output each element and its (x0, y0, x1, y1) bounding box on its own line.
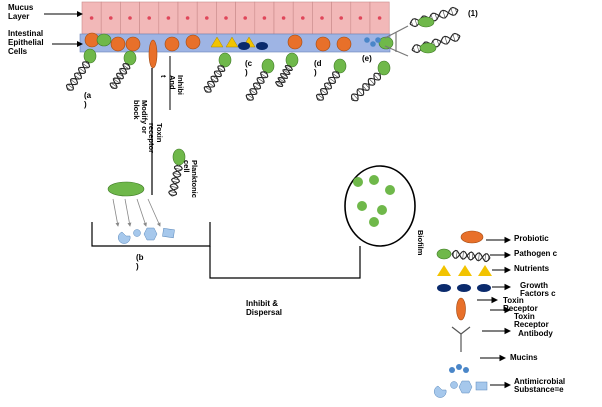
pathogen-cell (262, 59, 274, 73)
mucus-nucleus (243, 16, 247, 20)
connector-line (210, 246, 360, 278)
dna-rung (445, 36, 447, 44)
mucus-nucleus (167, 16, 171, 20)
pathogen-on-band (379, 37, 393, 49)
pot-antimicrobial (118, 228, 174, 244)
mucus-nucleus (359, 16, 363, 20)
vertical-probiotic (149, 40, 157, 68)
pathogen-cell (219, 53, 231, 67)
pathogen-cell (378, 61, 390, 75)
pathogen-antibody (420, 43, 436, 53)
mucus-nucleus (320, 16, 324, 20)
mucus-nucleus (186, 16, 190, 20)
legend-antimicrobial: Antimicrobial Substance=e (514, 378, 565, 395)
biofilm-label: Biofilm (416, 230, 424, 255)
mucus-nucleus (128, 16, 132, 20)
mucus-nucleus (90, 16, 94, 20)
legend-probiotic: Probiotic (514, 235, 549, 243)
pathogen-on-band (97, 34, 111, 46)
mucus-nucleus (263, 16, 267, 20)
mucus-nucleus (109, 16, 113, 20)
marker-1: (1) (468, 10, 478, 19)
epithelial-label: Intestinal Epithelial Cells (8, 30, 44, 56)
mucus-nucleus (147, 16, 151, 20)
legend-pathogen: Pathogen c (514, 250, 557, 258)
legend-nutrients: Nutrients (514, 265, 549, 273)
legend-antibody: Toxin Receptor Antibody (514, 313, 553, 338)
pot-arrows (113, 199, 160, 226)
marker-e: (e) (362, 55, 372, 64)
mucus-nucleus (205, 16, 209, 20)
dna-rung (463, 251, 464, 259)
dna-strand (412, 36, 460, 53)
mucus-nucleus (301, 16, 305, 20)
marker-d: (d ) (314, 60, 322, 78)
pathogen-cell (124, 51, 136, 65)
inhibit-dispersal-label: Inhibit & Dispersal (246, 300, 282, 318)
inhibit-label: Inhibi And t (159, 75, 184, 95)
pathogen-antibody (418, 17, 434, 27)
planktonic-label: Planktonic cell (182, 160, 199, 198)
pathogen-cell (286, 53, 298, 67)
pathogen-cell (84, 49, 96, 63)
toxin-label: Toxin receptor (147, 123, 164, 153)
mucus-nucleus (339, 16, 343, 20)
dna-rung (443, 10, 445, 18)
dna-rung (479, 253, 480, 261)
marker-b: (b ) (136, 254, 144, 272)
mucus-nucleus (224, 16, 228, 20)
mucus-label: Mucus Layer (8, 4, 33, 22)
mucus-nucleus (378, 16, 382, 20)
marker-c: (c ) (245, 60, 252, 78)
pathogen-cell (334, 59, 346, 73)
pot-pathogen (108, 182, 144, 196)
dna-strand (352, 73, 381, 100)
mucus-layer (82, 2, 389, 34)
mucus-nucleus (282, 16, 286, 20)
marker-a: (a ) (84, 92, 91, 110)
dna-strand (352, 74, 381, 101)
dna-strand (276, 66, 290, 86)
dna-strand (278, 66, 292, 86)
legend-mucins: Mucins (510, 354, 538, 362)
dna-strand (410, 10, 458, 27)
